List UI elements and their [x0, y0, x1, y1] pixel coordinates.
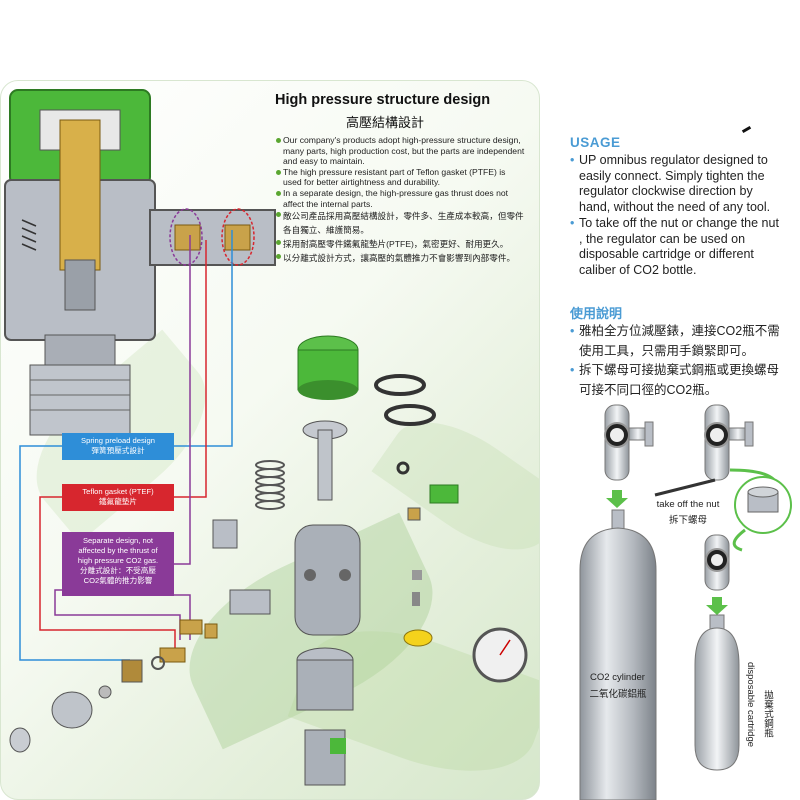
- cylinder-label-en: CO2 cylinder: [590, 672, 645, 683]
- callout-label: affected by the thrust of: [78, 546, 158, 555]
- usage-list-zh: 雅柏全方位減壓錶，連接CO2瓶不需使用工具，只需用手鎖緊即可。 拆下螺母可接拋棄…: [570, 322, 785, 400]
- usage-item: UP omnibus regulator designed to easily …: [570, 153, 785, 216]
- regulator-cross-section: [4, 89, 276, 436]
- cylinder-label-zh: 二氧化碳鋁瓶: [589, 689, 647, 700]
- take-off-label-en: take off the nut: [656, 499, 720, 510]
- usage-item-zh: 拆下螺母可接拋棄式鋼瓶或更換螺母可接不同口徑的CO2瓶。: [570, 361, 785, 400]
- cartridge-label-zh: 拋棄式鋼瓶: [762, 690, 773, 738]
- feature-item: Our company's products adopt high-pressu…: [276, 135, 526, 167]
- usage-item-zh: 雅柏全方位減壓錶，連接CO2瓶不需使用工具，只需用手鎖緊即可。: [570, 322, 785, 361]
- callout-label: high pressure CO2 gas.: [77, 556, 159, 565]
- callout-label: Teflon gasket (PTEF): [82, 487, 154, 496]
- section-title-zh: 高壓結構設計: [346, 115, 425, 130]
- callout-teflon-gasket: Teflon gasket (PTEF) 鐵氟龍墊片: [62, 484, 174, 511]
- take-off-label-zh: 拆下螺母: [668, 515, 707, 526]
- feature-list: Our company's products adopt high-pressu…: [276, 135, 526, 265]
- usage-list: UP omnibus regulator designed to easily …: [570, 153, 785, 279]
- callout-label: 鐵氟龍墊片: [99, 497, 137, 506]
- feature-item: 採用耐高壓零件鐵氟龍墊片(PTFE)，氣密更好、耐用更久。: [276, 237, 526, 251]
- usage-illustration: [579, 404, 792, 800]
- callout-label: Separate design, not: [82, 536, 154, 545]
- callout-label: CO2氣體的推力影響: [83, 576, 153, 585]
- cartridge-label-en: disposable cartridge: [745, 662, 756, 748]
- feature-item: 以分離式設計方式，讓高壓的氣體推力不會影響到內部零件。: [276, 251, 526, 265]
- usage-title-zh: 使用說明: [570, 306, 623, 321]
- feature-item: The high pressure resistant part of Tefl…: [276, 167, 526, 188]
- feature-item: 敵公司產品採用高壓結構設計，零件多、生產成本較高，但零件各自獨立、維護簡易。: [276, 209, 526, 237]
- callout-label: Spring preload design: [81, 436, 155, 445]
- usage-item: To take off the nut or change the nut , …: [570, 216, 785, 279]
- feature-item: In a separate design, the high-pressure …: [276, 188, 526, 209]
- callout-label: 彈簧預壓式設計: [91, 446, 145, 455]
- callout-label: 分離式設計：不受高壓: [80, 566, 156, 575]
- exploded-parts: [9, 335, 528, 786]
- callout-spring-preload: Spring preload design 彈簧預壓式設計: [62, 433, 174, 460]
- usage-title: USAGE: [570, 135, 621, 150]
- callout-separate-design: Separate design, not affected by the thr…: [62, 532, 174, 596]
- section-title-en: High pressure structure design: [275, 92, 491, 108]
